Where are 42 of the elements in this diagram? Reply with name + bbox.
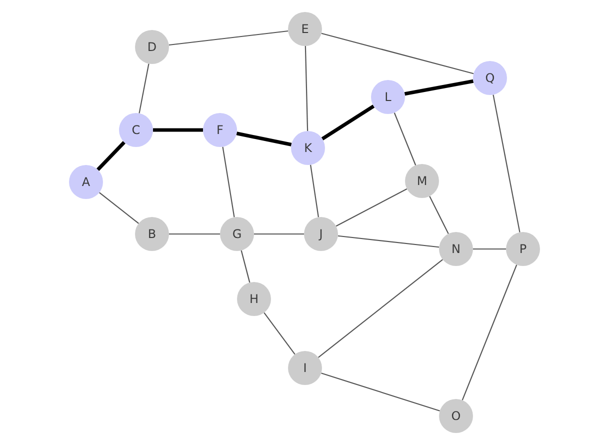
edge-line: [338, 235, 440, 248]
graph-node: B: [135, 217, 169, 251]
highlighted-graph-node: K: [291, 131, 325, 165]
highlighted-edge: [404, 79, 474, 96]
edge-line: [222, 146, 235, 218]
edge-line: [264, 312, 296, 355]
highlighted-graph-node: Q: [473, 61, 507, 95]
edge-line: [310, 164, 319, 218]
graph-node: J: [304, 217, 338, 251]
graph-node: D: [135, 30, 169, 64]
edge-line: [462, 264, 518, 400]
edge-line: [168, 30, 288, 46]
edge-line: [304, 46, 308, 132]
edge-line: [336, 188, 408, 227]
highlighted-graph-node: L: [371, 80, 405, 114]
edge-line: [99, 192, 139, 224]
highlighted-graph-node: A: [69, 165, 103, 199]
edge-line: [473, 248, 506, 250]
graph-node: M: [405, 164, 439, 198]
graph-node: P: [506, 232, 540, 266]
graph-node: E: [288, 12, 322, 46]
highlighted-graph-node: C: [119, 113, 153, 147]
edge-line: [254, 233, 304, 235]
highlighted-edge: [321, 104, 375, 140]
edge-line: [138, 64, 150, 114]
edge-line: [429, 196, 449, 234]
edge-line: [394, 112, 416, 166]
edge-line: [321, 32, 474, 74]
highlighted-edge: [153, 128, 203, 132]
graph-node: I: [288, 351, 322, 385]
edge-line: [321, 372, 440, 412]
highlighted-graph-node: F: [203, 113, 237, 147]
edge-line: [240, 250, 250, 283]
edge-line: [492, 94, 520, 232]
graph-node: H: [237, 282, 271, 316]
edge-line: [169, 233, 220, 235]
graph-node: O: [439, 399, 473, 433]
edge-line: [318, 259, 443, 358]
highlighted-edge: [236, 132, 292, 146]
highlighted-edge: [96, 141, 126, 171]
graph-node: N: [439, 232, 473, 266]
graph-node: G: [220, 217, 254, 251]
